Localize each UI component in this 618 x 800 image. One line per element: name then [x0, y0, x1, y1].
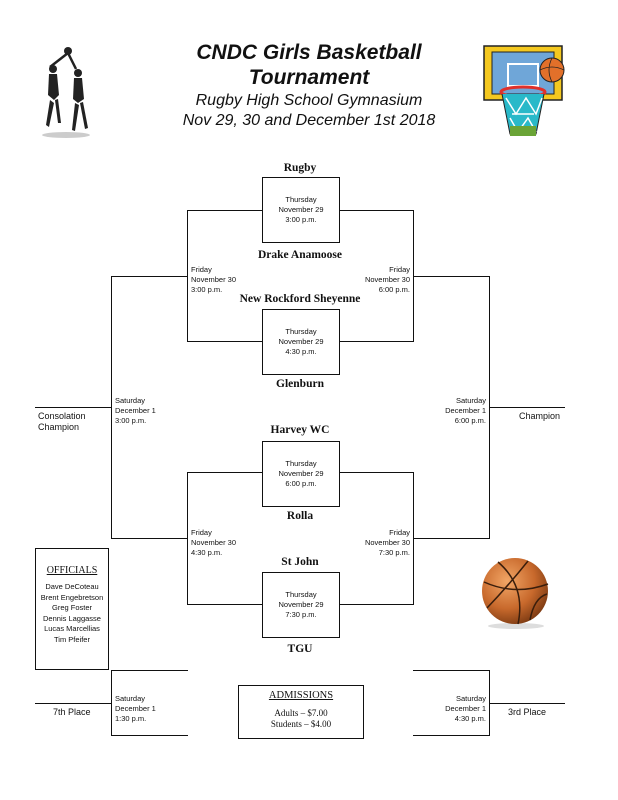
official-name: Brent Engebretson: [40, 592, 104, 602]
game-time: 7:30 p.m.: [378, 548, 410, 557]
seventh-place-label: 7th Place: [53, 707, 91, 717]
game-time: 6:00 p.m.: [454, 416, 486, 425]
game-day: Thursday: [285, 195, 317, 204]
official-name: Dave DeCoteau: [45, 582, 99, 591]
team-new-rockford-sheyenne: New Rockford Sheyenne: [239, 293, 361, 305]
game-time: 6:00 p.m.: [285, 479, 317, 488]
venue: Rugby High School Gymnasium: [195, 92, 423, 109]
game-date: November 29: [278, 469, 324, 478]
consolation-line-2: Champion: [38, 422, 80, 432]
student-price: Students – $4.00: [270, 719, 332, 729]
official-name: Dennis Laggasse: [43, 613, 101, 623]
game-day: Saturday: [115, 396, 146, 405]
consolation-line-1: Consolation: [38, 411, 86, 421]
game-date: December 1: [115, 406, 156, 415]
players-silhouette-icon: [42, 47, 90, 138]
game-time: 4:30 p.m.: [285, 347, 317, 356]
game-day: Friday: [389, 265, 410, 274]
friday-left-lower-info: Friday November 30 4:30 p.m.: [191, 528, 236, 558]
third-place-label: 3rd Place: [508, 707, 547, 717]
admissions-heading: ADMISSIONS: [268, 690, 334, 701]
friday-right-lower-info: Friday November 30 7:30 p.m.: [340, 528, 410, 558]
admissions-box: ADMISSIONS Adults – $7.00 Students – $4.…: [238, 685, 364, 739]
game-date: December 1: [445, 704, 486, 713]
game-day: Friday: [389, 528, 410, 537]
team-glenburn: Glenburn: [276, 378, 324, 390]
game-day: Friday: [191, 528, 212, 537]
game-time: 6:00 p.m.: [378, 285, 410, 294]
game-date: November 30: [191, 538, 237, 547]
team-st-john: St John: [281, 556, 319, 568]
title-line-1: CNDC Girls Basketball: [196, 41, 422, 64]
official-name: Tim Pfeifer: [54, 634, 90, 644]
game-box-1: Thursday November 29 3:00 p.m.: [262, 177, 340, 243]
team-rugby: Rugby: [283, 162, 317, 174]
game-time: 4:30 p.m.: [191, 548, 223, 557]
game-day: Friday: [191, 265, 212, 274]
team-harvey-wc: Harvey WC: [270, 424, 330, 436]
game-day: Saturday: [455, 396, 486, 405]
game-date: November 29: [278, 337, 324, 346]
official-name: Lucas Marcellias: [44, 624, 100, 633]
official-name: Greg Foster: [51, 603, 92, 612]
game-box-3: Thursday November 29 6:00 p.m.: [262, 441, 340, 507]
game-box-4: Thursday November 29 7:30 p.m.: [262, 572, 340, 638]
team-tgu: TGU: [287, 643, 313, 655]
game-day: Thursday: [285, 590, 317, 599]
game-date: November 30: [364, 275, 410, 284]
game-date: November 30: [364, 538, 410, 547]
team-rolla: Rolla: [286, 510, 314, 522]
title-line-2: Tournament: [248, 66, 370, 89]
team-drake-anamoose: Drake Anamoose: [257, 249, 342, 261]
game-time: 3:00 p.m.: [285, 215, 317, 224]
officials-heading: OFFICIALS: [46, 565, 98, 576]
game-time: 4:30 p.m.: [454, 714, 486, 723]
game-time: 3:00 p.m.: [191, 285, 223, 294]
game-time: 7:30 p.m.: [285, 610, 317, 619]
game-date: November 30: [191, 275, 237, 284]
friday-left-upper-info: Friday November 30 3:00 p.m.: [191, 265, 236, 295]
game-day: Saturday: [115, 694, 146, 703]
officials-box: OFFICIALS Dave DeCoteau Brent Engebretso…: [35, 548, 109, 670]
game-day: Saturday: [455, 694, 486, 703]
game-day: Thursday: [285, 327, 317, 336]
consolation-champion-label: Consolation Champion: [38, 411, 86, 433]
friday-right-upper-info: Friday November 30 6:00 p.m.: [340, 265, 410, 295]
adult-price: Adults – $7.00: [274, 708, 328, 718]
saturday-championship-info: Saturday December 1 6:00 p.m.: [416, 396, 486, 426]
saturday-third-info: Saturday December 1 4:30 p.m.: [416, 694, 486, 724]
game-date: December 1: [445, 406, 486, 415]
game-box-2: Thursday November 29 4:30 p.m.: [262, 309, 340, 375]
champion-label: Champion: [519, 411, 561, 421]
game-time: 1:30 p.m.: [115, 714, 147, 723]
game-time: 3:00 p.m.: [115, 416, 147, 425]
game-date: December 1: [115, 704, 156, 713]
game-date: November 29: [278, 600, 324, 609]
saturday-consolation-info: Saturday December 1 3:00 p.m.: [115, 396, 156, 426]
basketball-hoop-icon: [483, 45, 565, 136]
saturday-seventh-info: Saturday December 1 1:30 p.m.: [115, 694, 156, 724]
basketball-icon: [482, 558, 549, 629]
game-date: November 29: [278, 205, 324, 214]
dates: Nov 29, 30 and December 1st 2018: [182, 112, 436, 129]
game-day: Thursday: [285, 459, 317, 468]
